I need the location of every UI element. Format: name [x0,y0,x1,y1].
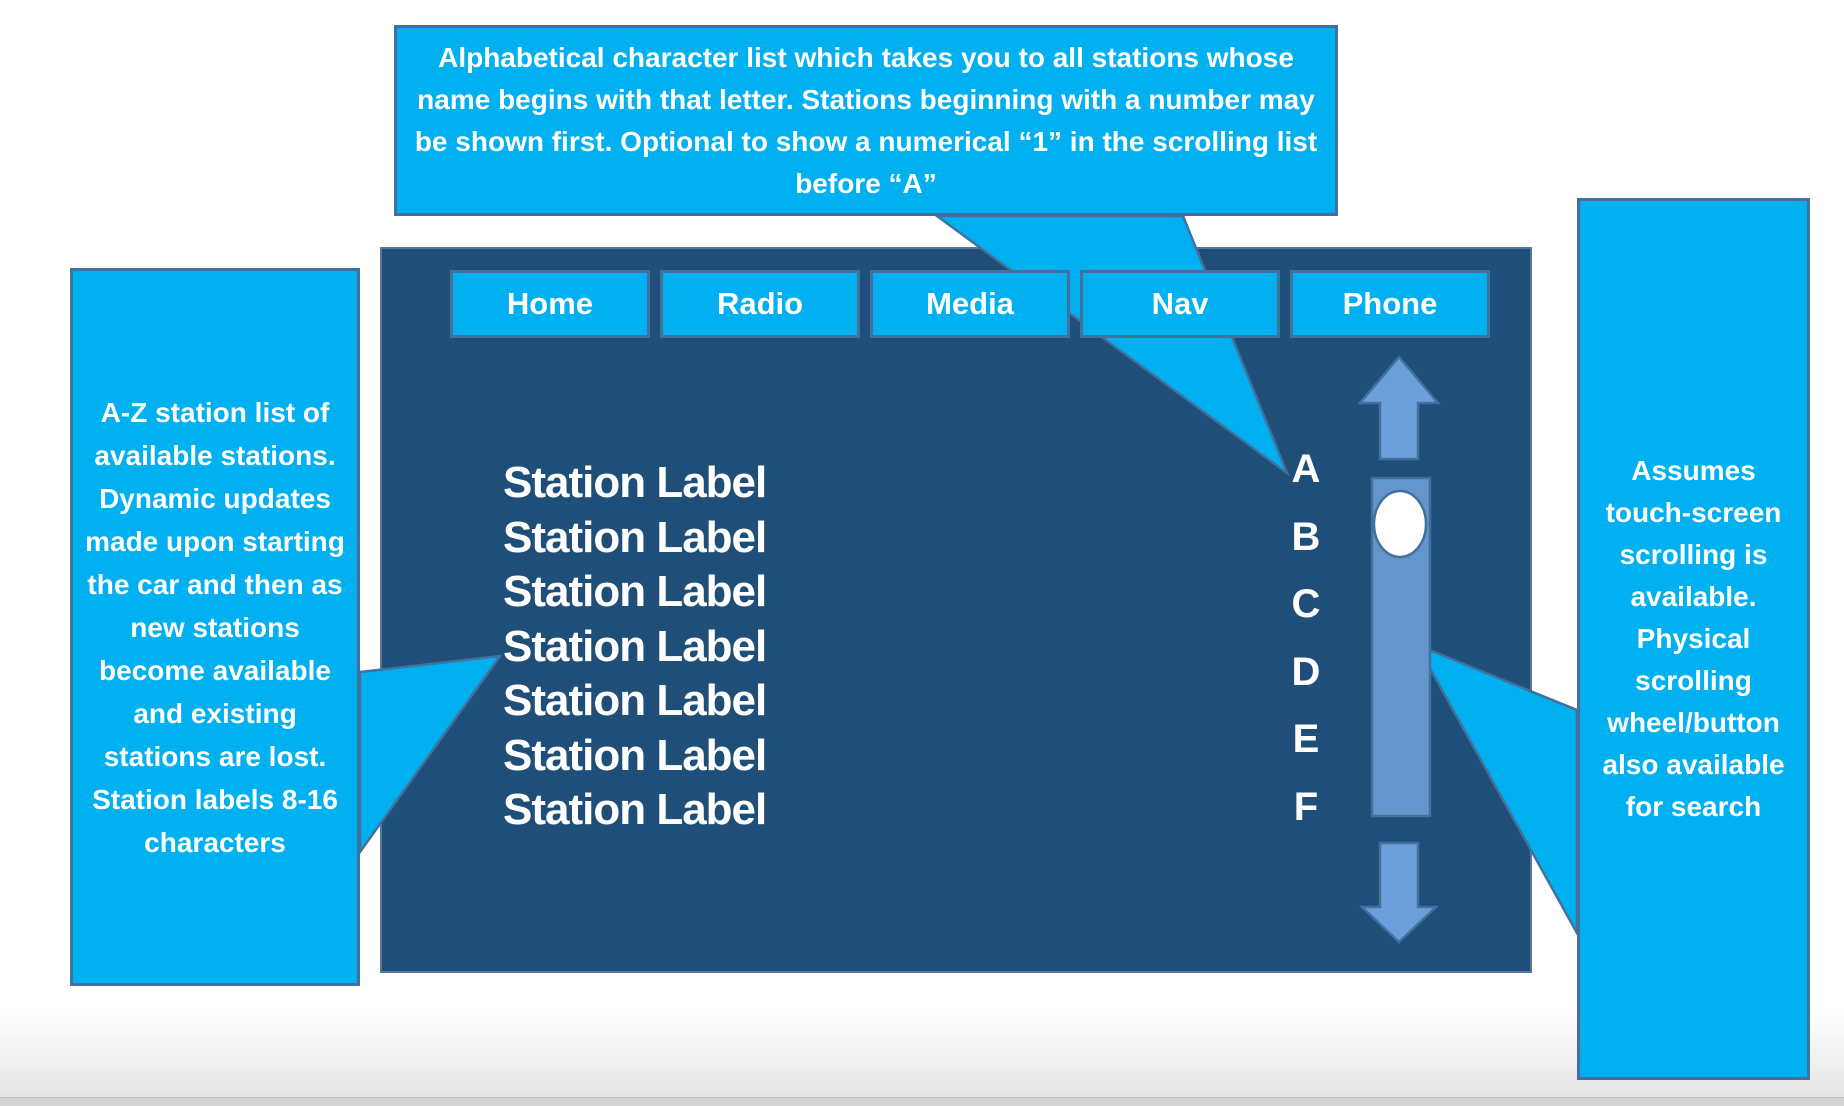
scrollbar [1357,355,1441,944]
alpha-jump-letter-b[interactable]: B [1291,514,1321,559]
annotation-scrolling-text: Assumes touch-screen scrolling is availa… [1602,455,1785,822]
alpha-jump-letter-d[interactable]: D [1291,649,1321,694]
alpha-jump-letter-e[interactable]: E [1292,717,1320,762]
tab-home[interactable]: Home [450,270,650,338]
alphabet-jump-list: A B C D E F [1278,436,1334,842]
alpha-jump-letter-c[interactable]: C [1291,582,1321,627]
tab-media[interactable]: Media [870,270,1070,338]
scroll-up-arrow-icon[interactable] [1357,355,1441,461]
station-list-item[interactable]: Station Label [503,567,767,617]
station-list-item[interactable]: Station Label [503,730,767,780]
scrollbar-thumb[interactable] [1372,489,1428,559]
station-list-item[interactable]: Station Label [503,512,767,562]
page-footer-bar [0,1097,1844,1106]
page-footer-fade [0,1011,1844,1097]
annotation-station-list: A-Z station list of available stations. … [70,268,360,986]
left-callout-pointer [358,654,503,856]
tab-nav[interactable]: Nav [1080,270,1280,338]
annotation-station-list-text: A-Z station list of available stations. … [85,396,345,858]
station-list-item[interactable]: Station Label [503,785,767,835]
station-list: Station Label Station Label Station Labe… [503,456,767,838]
scroll-down-arrow-icon[interactable] [1358,841,1440,944]
tab-phone[interactable]: Phone [1290,270,1490,338]
top-callout-pointer [933,214,1290,477]
station-list-item[interactable]: Station Label [503,621,767,671]
annotation-alphabet-list-text: Alphabetical character list which takes … [414,41,1318,199]
annotation-alphabet-list: Alphabetical character list which takes … [394,25,1338,216]
station-list-item[interactable]: Station Label [503,676,767,726]
station-list-item[interactable]: Station Label [503,458,767,508]
annotation-scrolling: Assumes touch-screen scrolling is availa… [1577,198,1810,1080]
infotainment-screen [380,247,1532,973]
tab-radio[interactable]: Radio [660,270,860,338]
alpha-jump-letter-a[interactable]: A [1291,447,1321,491]
alpha-jump-letter-f[interactable]: F [1293,784,1319,829]
tab-bar: Home Radio Media Nav Phone [450,270,1490,338]
